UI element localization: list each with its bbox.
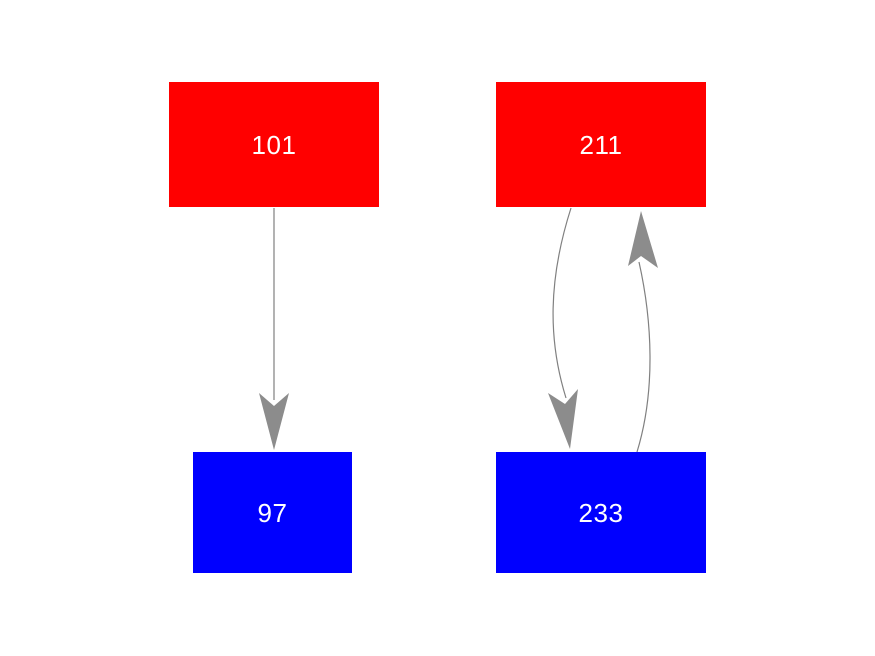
graph-node-97[interactable]: 97 — [193, 452, 352, 573]
edge-101-to-97 — [259, 208, 289, 450]
graph-node-101[interactable]: 101 — [169, 82, 379, 207]
node-label: 233 — [578, 497, 624, 528]
node-label: 211 — [579, 129, 623, 160]
edge-211-to-233 — [548, 207, 578, 449]
arrowhead-down-icon — [548, 389, 578, 449]
arrowhead-up-icon — [628, 211, 658, 268]
edge-233-to-211 — [628, 211, 658, 453]
graph-node-233[interactable]: 233 — [496, 452, 706, 573]
edge-line — [552, 207, 572, 399]
edge-line — [636, 261, 651, 453]
node-label: 101 — [251, 129, 297, 160]
arrowhead-down-icon — [259, 393, 289, 450]
graph-node-211[interactable]: 211 — [496, 82, 706, 207]
node-label: 97 — [257, 497, 288, 528]
